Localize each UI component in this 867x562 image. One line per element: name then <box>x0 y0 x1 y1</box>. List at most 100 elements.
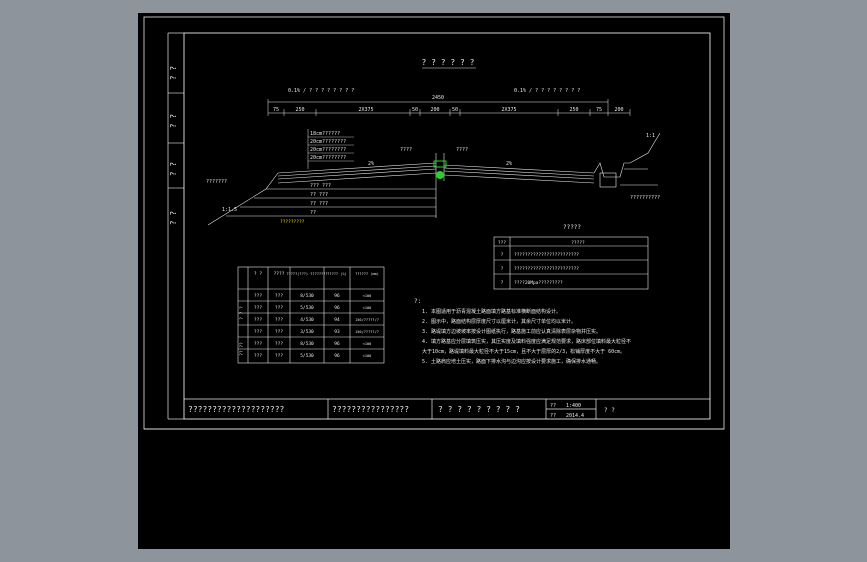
cad-drawing: ? ? ? ? ? ? ? ? ? ? ? ? ? ? 0.1% / ? ? ?… <box>143 16 725 430</box>
compaction-cell: <100 <box>363 354 372 358</box>
compaction-cell: 150/?????/? <box>355 330 379 334</box>
compaction-cell: ??? <box>254 341 262 347</box>
small-table-h1: ????? <box>571 240 585 246</box>
tb-scale-label: ?? <box>550 403 556 409</box>
compaction-cell: 93 <box>334 329 340 335</box>
ct-h2: ?????(???) ???????? <box>286 272 327 276</box>
median-label-1: ???? <box>456 147 468 153</box>
ct-h1: ???? <box>274 271 285 277</box>
cad-viewport[interactable]: ? ? ? ? ? ? ? ? ? ? ? ? ? ? 0.1% / ? ? ?… <box>138 13 730 549</box>
tb-drawing-name: ? ? ? ? ? ? ? ? ? <box>438 405 520 414</box>
ct-group-1: ?? ?? <box>239 342 245 356</box>
small-table-r2c0: ? <box>501 280 504 286</box>
compaction-cell: <100 <box>363 294 372 298</box>
dim-seg-9: 200 <box>614 107 623 113</box>
note-2: 3. 路堤填方边坡坡率按设计图纸执行，路基施工前应认真清除表层杂物并压实。 <box>422 328 601 335</box>
compaction-cell: 4/530 <box>300 317 314 323</box>
compaction-cell: ??? <box>254 317 262 323</box>
binding-label-1: ? ? <box>169 66 178 81</box>
compaction-cell: ??? <box>275 353 283 359</box>
ct-h0: ? ? <box>254 271 262 277</box>
fill-label-2: ?? ??? <box>310 201 328 207</box>
binding-label-2: ? ? <box>169 114 178 129</box>
small-table-r1c1: ???????????????????????? <box>514 266 579 272</box>
layer-label-yellow: ????????? <box>280 219 305 225</box>
compaction-cell: 8/530 <box>300 293 314 299</box>
compaction-cell: 96 <box>334 293 340 299</box>
ct-h3: ????? (%) <box>327 272 346 276</box>
right-side-label-0: 1:1 <box>646 133 655 139</box>
compaction-cell: ??? <box>275 317 283 323</box>
small-table-title: ????? <box>563 224 581 231</box>
dim-seg-0: 75 <box>273 107 279 113</box>
layer-callouts: 18cm?????? 20cm???????? 20cm???????? 20c… <box>307 129 354 169</box>
inner-frame <box>183 32 711 420</box>
small-table-r1c0: ? <box>501 266 504 272</box>
compaction-cell: 5/530 <box>300 353 314 359</box>
tb-sheet-label: ? ? <box>604 407 615 414</box>
dim-seg-2: 2X375 <box>358 107 373 113</box>
compaction-cell: ??? <box>275 293 283 299</box>
compaction-cell: 96 <box>334 353 340 359</box>
fill-label-1: ?? ??? <box>310 192 328 198</box>
small-table-h0: ??? <box>498 240 506 246</box>
tb-scale-value: 1:400 <box>566 403 581 409</box>
ct-h4: ?????? (mm) <box>355 272 379 276</box>
small-table-r0c0: ? <box>501 252 504 258</box>
dim-seg-4: 200 <box>430 107 439 113</box>
sheet-outer-frame <box>143 16 725 430</box>
layer-label-1: 20cm???????? <box>310 139 346 145</box>
compaction-cell: ??? <box>254 329 262 335</box>
note-1: 2. 图示中，路面结构层厚度尺寸以厘米计，其余尺寸单位均以米计。 <box>422 318 576 325</box>
layer-label-0: 18cm?????? <box>310 131 340 137</box>
compaction-cell: ??? <box>254 305 262 311</box>
compaction-cell: ??? <box>254 293 262 299</box>
tb-date-value: 2014.4 <box>566 413 584 419</box>
dim-seg-1: 250 <box>295 107 304 113</box>
right-side-label-1: ?????????? <box>630 195 660 201</box>
note-3: 4. 填方路基应分层填筑压实，其压实度及填料强度应满足规范要求，路床部位填料最大… <box>422 338 631 345</box>
compaction-cell: ??? <box>275 341 283 347</box>
compaction-cell: ??? <box>254 353 262 359</box>
layer-label-3: 20cm???????? <box>310 155 346 161</box>
dim-total: 2450 <box>432 95 444 101</box>
notes-title: ?: <box>414 298 421 305</box>
compaction-cell: 3/530 <box>300 329 314 335</box>
tb-unit: ???????????????? <box>332 405 409 414</box>
fill-label-3: ?? <box>310 210 316 216</box>
median-marker <box>436 171 444 179</box>
dim-ticks <box>267 99 631 116</box>
binding-label-4: ? ? <box>169 211 178 226</box>
compaction-cell: 94 <box>334 317 340 323</box>
ct-group-0: ? ? ? <box>239 306 245 320</box>
compaction-cell: 150/?????/? <box>355 318 379 322</box>
compaction-cell: 8/530 <box>300 341 314 347</box>
left-side-label-1: 1:1.5 <box>222 207 237 213</box>
dim-seg-6: 2X375 <box>501 107 516 113</box>
compaction-cell: ??? <box>275 329 283 335</box>
drawing-title: ? ? ? ? ? ? <box>422 58 475 67</box>
median-label-0: ???? <box>400 147 412 153</box>
tb-date-label: ?? <box>550 413 556 419</box>
compaction-table <box>237 266 385 364</box>
left-grade-label: 0.1% / ? ? ? ? ? ? ? ? <box>288 88 354 94</box>
tb-project: ???????????????????? <box>188 405 285 414</box>
note-0: 1. 本图适用于沥青混凝土路面填方路基标准横断面结构设计。 <box>422 308 561 315</box>
layer-label-2: 20cm???????? <box>310 147 346 153</box>
compaction-cell: 96 <box>334 305 340 311</box>
note-4: 大于10cm，路堤填料最大粒径不大于15cm，且不大于层厚的2/3，松铺厚度不大… <box>422 348 625 355</box>
dim-seg-7: 250 <box>569 107 578 113</box>
dim-seg-3: 50 <box>412 107 418 113</box>
fill-label-0: ??? ??? <box>310 183 331 189</box>
slope-right-label: 2% <box>506 161 512 167</box>
note-5: 5. 土路肩应培土压实，路面下排水沟与边沟应按设计要求施工，确保排水通畅。 <box>422 358 601 365</box>
compaction-cell: 96 <box>334 341 340 347</box>
compaction-cell: <100 <box>363 342 372 346</box>
compaction-cell: <100 <box>363 306 372 310</box>
binding-label-3: ? ? <box>169 162 178 177</box>
right-grade-label: 0.1% / ? ? ? ? ? ? ? ? <box>514 88 580 94</box>
title-block <box>184 398 710 419</box>
dim-seg-5: 50 <box>452 107 458 113</box>
compaction-cell: 5/530 <box>300 305 314 311</box>
left-side-label-0: ??????? <box>206 179 227 185</box>
